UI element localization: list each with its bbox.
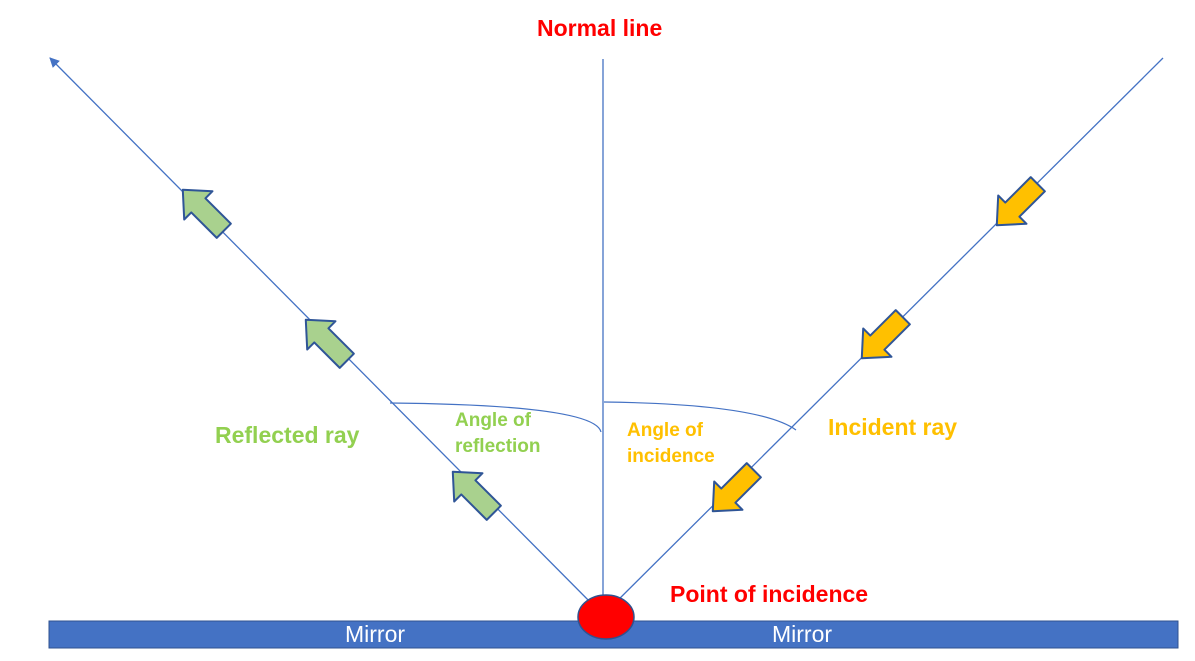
point-of-incidence-label: Point of incidence <box>670 581 869 607</box>
incident-ray-label: Incident ray <box>828 414 958 440</box>
reflected-arrow <box>451 470 502 521</box>
mirror-label-right: Mirror <box>772 621 833 647</box>
angle-of-reflection-arc <box>389 402 602 433</box>
point-of-incidence-dot <box>577 594 635 640</box>
mirror-label-left: Mirror <box>345 621 406 647</box>
reflected-ray-label: Reflected ray <box>215 422 360 448</box>
reflected-arrow <box>304 318 355 369</box>
incident-arrow <box>860 309 911 360</box>
incident-arrow <box>995 176 1046 227</box>
reflected-arrow <box>181 188 232 239</box>
normal-line-label: Normal line <box>537 15 663 41</box>
angle-of-reflection-label: Angle of reflection <box>455 410 541 457</box>
incident-arrow <box>711 462 762 513</box>
angle-of-incidence-arc <box>603 401 797 431</box>
angle-of-incidence-label: Angle of incidence <box>627 420 715 467</box>
